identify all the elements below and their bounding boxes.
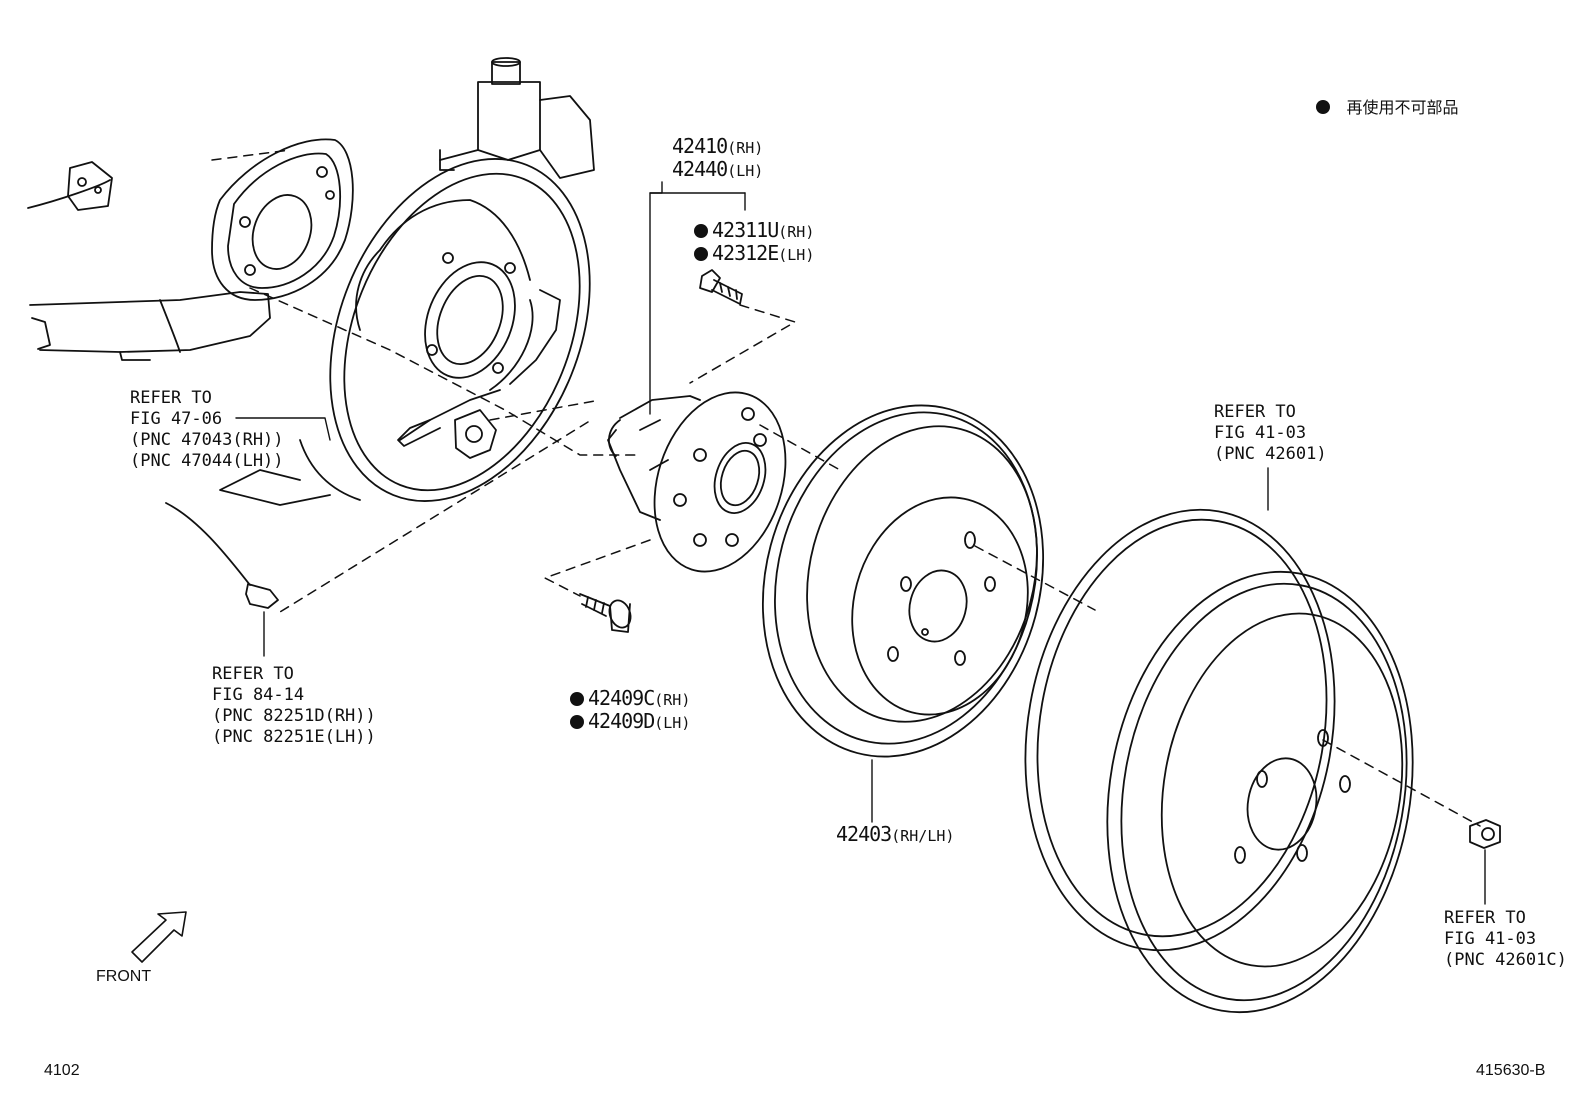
reference-wheel: REFER TO FIG 41-03 (PNC 42601) [1214,402,1327,465]
gasket-plate-drawing [211,138,354,301]
front-label: FRONT [96,968,152,985]
suspension-arm-drawing [27,161,271,361]
side-suffix: (RH/LH) [891,827,955,845]
reference-line: REFER TO [212,664,294,684]
legend: 再使用不可部品 [1316,98,1458,119]
reference-line: REFER TO [1444,908,1526,928]
reference-backing-plate: REFER TO FIG 47-06 (PNC 47043(RH)) (PNC … [130,388,284,472]
reference-line: (PNC 82251D(RH)) [212,706,376,726]
reference-line: (PNC 82251E(LH)) [212,727,376,747]
non-reusable-dot-icon [570,715,584,729]
reference-line: (PNC 42601) [1214,444,1327,464]
speed-sensor-harness-drawing [165,502,279,609]
hub-bolt-drawing [699,269,743,305]
reference-line: REFER TO [1214,402,1296,422]
backing-plate-drawing [219,158,591,506]
wheel-nut-drawing [1469,819,1501,849]
side-suffix: (RH) [778,223,815,241]
part-label-hub-mount-bolt: 42409C(RH) 42409D(LH) [570,688,690,734]
brake-drum-drawing [761,404,1045,758]
part-number-rh: 42409C [588,686,655,710]
reference-line: FIG 84-14 [212,685,305,705]
reference-line: (PNC 47044(LH)) [130,451,284,471]
reference-line: (PNC 42601C) [1444,950,1567,970]
reference-line: (PNC 47043(RH)) [130,430,284,450]
non-reusable-dot-icon [1316,100,1330,114]
legend-text: 再使用不可部品 [1346,100,1459,117]
wheel-drawing [1024,508,1414,1014]
reference-line: FIG 41-03 [1444,929,1537,949]
non-reusable-dot-icon [570,692,584,706]
part-number-lh: 42312E [712,241,779,265]
part-label-hub-bolt: 42311U(RH) 42312E(LH) [694,220,814,266]
part-number-rh: 42410 [672,134,728,158]
part-number-lh: 42440 [672,157,728,181]
part-label-brake-drum: 42403(RH/LH) [836,824,954,847]
non-reusable-dot-icon [694,224,708,238]
part-number-lh: 42409D [588,709,655,733]
reference-line: REFER TO [130,388,212,408]
reference-wheel-nut: REFER TO FIG 41-03 (PNC 42601C) [1444,908,1567,971]
side-suffix: (LH) [727,162,764,180]
assembly-lines [211,149,1481,827]
side-suffix: (RH) [654,691,691,709]
reference-line: FIG 41-03 [1214,423,1307,443]
reference-speed-sensor: REFER TO FIG 84-14 (PNC 82251D(RH)) (PNC… [212,664,376,748]
front-arrow-icon [131,911,187,963]
axle-hub-drawing [607,391,787,573]
reference-line: FIG 47-06 [130,409,223,429]
part-number-rh: 42311U [712,218,779,242]
side-suffix: (LH) [778,246,815,264]
page-code: 4102 [44,1062,80,1079]
hub-mount-bolt-drawing [579,593,632,633]
figure-code: 415630-B [1476,1062,1546,1079]
non-reusable-dot-icon [694,247,708,261]
side-suffix: (RH) [727,139,764,157]
leader-lines [235,181,1486,905]
part-number: 42403 [836,822,892,846]
wheel-cylinder-drawing [439,57,595,179]
part-label-hub-assembly: 42410(RH) 42440(LH) [672,136,763,182]
side-suffix: (LH) [654,714,691,732]
